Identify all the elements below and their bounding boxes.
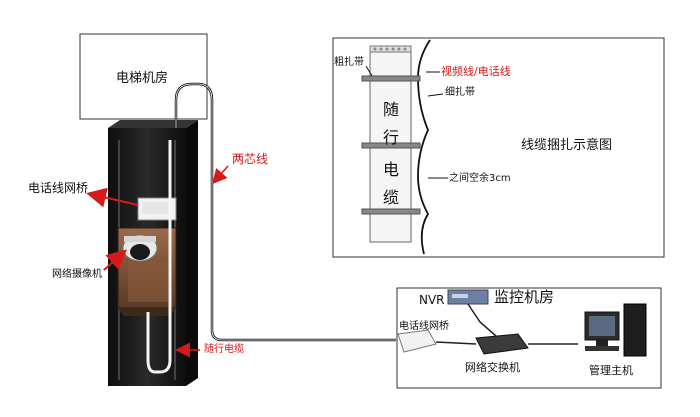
host-label: 管理主机 — [589, 364, 633, 377]
machine-room-label: 电梯机房 — [116, 71, 169, 86]
cable-char-2: 行 — [382, 128, 399, 147]
dome-camera — [122, 234, 158, 262]
phone-bridge-label: 电话线网桥 — [28, 181, 89, 195]
phone-bridge2-device — [397, 329, 437, 353]
arrow-phone-bridge — [86, 187, 139, 208]
straps — [361, 75, 421, 215]
camera-label: 网络摄像机 — [52, 269, 102, 280]
phone-bridge-device — [137, 197, 177, 221]
switch-device — [475, 333, 529, 355]
cable-char-4: 缆 — [382, 188, 399, 207]
machine-room-box — [79, 33, 208, 120]
nvr-label: NVR — [419, 293, 445, 307]
video-phone-line — [417, 39, 431, 255]
cable-char-1: 随 — [382, 100, 399, 119]
switch-label: 网络交换机 — [465, 361, 520, 374]
travel-cable-label: 随行电缆 — [204, 344, 244, 355]
arrow-two-core — [212, 165, 229, 185]
arrow-camera — [103, 249, 127, 271]
gap-label: 之间空余3cm — [449, 173, 511, 184]
phone-bridge2-label: 电话线网桥 — [399, 321, 449, 332]
cable-column-top — [369, 45, 412, 53]
bundle-title: 线缆捆扎示意图 — [521, 138, 613, 153]
host-computer — [584, 303, 647, 357]
video-phone-line-label: 视频线/电话线 — [441, 65, 511, 78]
two-core-label: 两芯线 — [232, 152, 269, 166]
nvr-device — [447, 289, 489, 305]
coarse-strap-label: 粗扎带 — [334, 57, 364, 68]
fine-strap-label: 细扎带 — [445, 87, 475, 98]
monitor-room-label: 监控机房 — [494, 288, 555, 306]
cable-char-3: 电 — [382, 160, 399, 179]
